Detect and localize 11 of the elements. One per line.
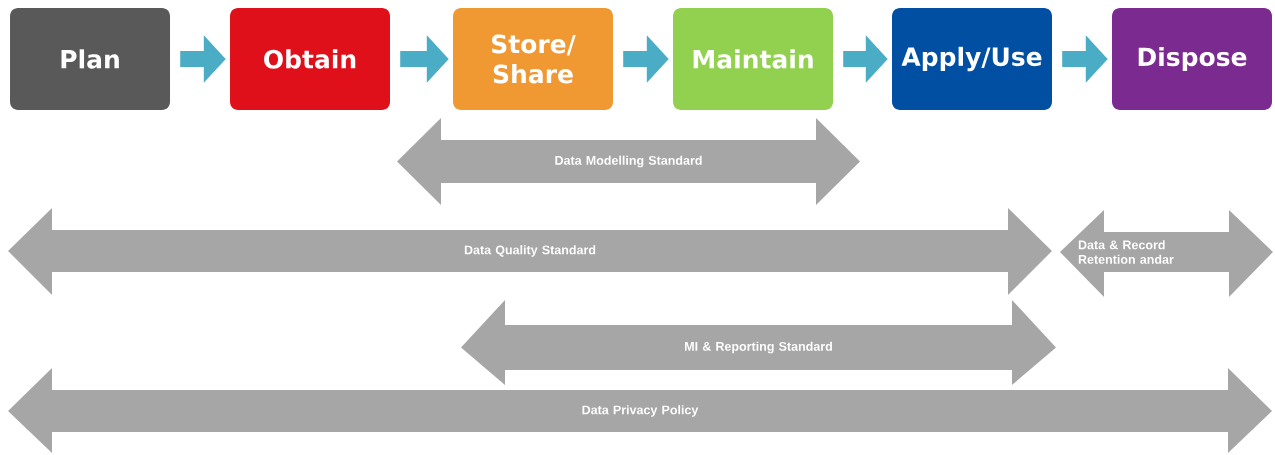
process-box: Apply/Use xyxy=(892,8,1052,110)
span-banner: Data Privacy Policy xyxy=(8,368,1272,453)
process-box: Plan xyxy=(10,8,170,110)
process-box: Dispose xyxy=(1112,8,1272,110)
process-box: Store/ Share xyxy=(453,8,613,110)
process-box: Maintain xyxy=(673,8,833,110)
span-banner: Data Modelling Standard xyxy=(397,118,860,205)
span-banner: Data & Record Retention andar xyxy=(1060,210,1273,297)
span-banner: MI & Reporting Standard xyxy=(461,300,1056,385)
span-banner: Data Quality Standard xyxy=(8,208,1052,295)
process-box: Obtain xyxy=(230,8,390,110)
